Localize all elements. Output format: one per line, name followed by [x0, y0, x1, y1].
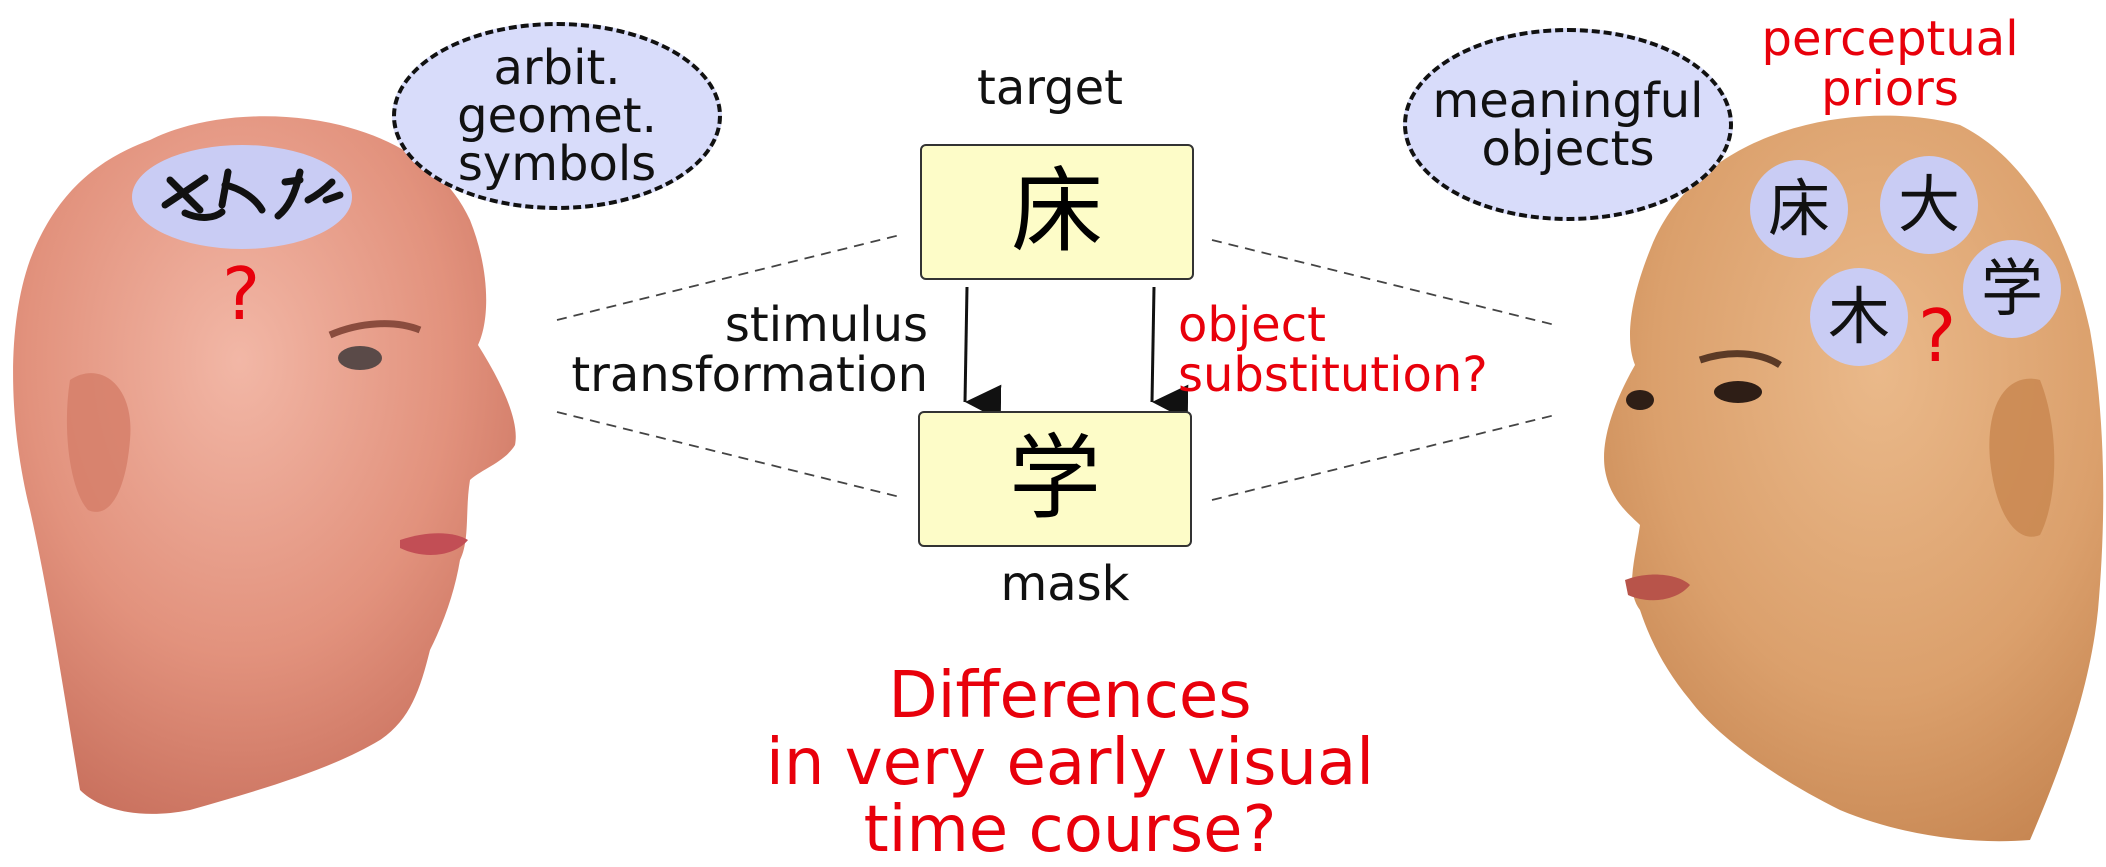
- priors-line-2: priors: [1821, 61, 1959, 118]
- character-disc-4: 学: [1963, 240, 2061, 338]
- bottom-question-line-1: Differences: [888, 659, 1252, 733]
- arbitrary-geometric-symbols-icon: [161, 168, 344, 221]
- left-bubble-line-1: arbit.: [493, 40, 621, 96]
- right-arrow-label-line-2: substitution?: [1178, 347, 1488, 404]
- character-1: 床: [1767, 172, 1830, 245]
- left-arrow: [963, 286, 1002, 421]
- dashed-guides: [556, 234, 1556, 501]
- left-arrow-label-line-2: transformation: [571, 347, 928, 404]
- right-arrow: [1150, 286, 1189, 421]
- male-head-profile-icon: [13, 116, 516, 814]
- bottom-question-line-2: in very early visual: [766, 726, 1374, 801]
- character-disc-2: 大: [1880, 156, 1978, 254]
- object-substitution-label: object substitution?: [1178, 300, 1488, 401]
- right-bubble-line-2: objects: [1481, 120, 1655, 177]
- priors-line-1: perceptual: [1761, 11, 2019, 67]
- left-thought-bubble: arbit. geomet. symbols: [392, 22, 722, 210]
- mask-label: mask: [1000, 556, 1130, 612]
- target-box: 床: [920, 144, 1194, 280]
- target-label: target: [977, 60, 1123, 116]
- character-disc-3: 木: [1810, 268, 1908, 366]
- left-bubble-line-2: geomet.: [457, 88, 657, 144]
- left-arrow-label-line-1: stimulus: [724, 297, 928, 353]
- perceptual-priors-label: perceptual priors: [1750, 14, 2030, 115]
- bottom-question: Differences in very early visual time co…: [640, 659, 1500, 867]
- right-arrow-label-line-1: object: [1178, 297, 1326, 353]
- right-thought-bubble: meaningful objects: [1403, 28, 1733, 221]
- female-head-profile-icon: [1604, 115, 2104, 842]
- target-character: 床: [1010, 158, 1103, 265]
- right-question-mark: ?: [1918, 294, 1957, 378]
- right-bubble-line-1: meaningful: [1432, 72, 1704, 129]
- mask-box: 学: [918, 411, 1192, 547]
- character-4: 学: [1980, 252, 2043, 325]
- character-disc-1: 床: [1750, 160, 1848, 258]
- character-2: 大: [1897, 168, 1960, 241]
- stimulus-transformation-label: stimulus transformation: [548, 300, 928, 401]
- bottom-question-line-3: time course?: [863, 793, 1277, 867]
- mask-character: 学: [1008, 425, 1101, 532]
- left-question-mark: ?: [222, 252, 261, 336]
- left-bubble-line-3: symbols: [457, 136, 657, 192]
- character-3: 木: [1827, 280, 1890, 353]
